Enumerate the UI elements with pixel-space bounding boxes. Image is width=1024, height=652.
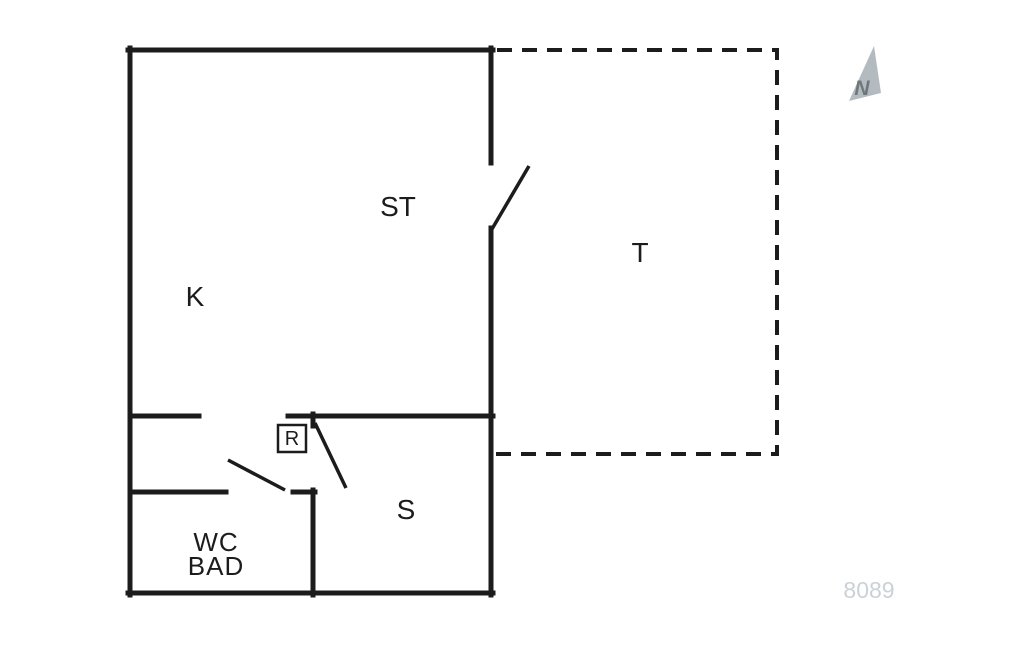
kitchen-label: K (186, 281, 205, 312)
entrance-door-leaf (490, 165, 531, 230)
bad-label: BAD (188, 551, 244, 581)
bedroom-label: S (397, 494, 416, 525)
north-arrow-icon (849, 46, 881, 101)
north-label: N (854, 77, 870, 100)
bathroom-door-leaf (227, 458, 286, 492)
terrace-dashed-outline (493, 48, 779, 456)
living-room-label: ST (380, 191, 416, 222)
wc-label: WC (193, 527, 238, 557)
plan-number: 8089 (843, 577, 894, 603)
r-label: R (285, 428, 299, 450)
r-box (276, 423, 308, 454)
bedroom-door-leaf (313, 422, 348, 489)
terrace-label: T (631, 237, 648, 268)
